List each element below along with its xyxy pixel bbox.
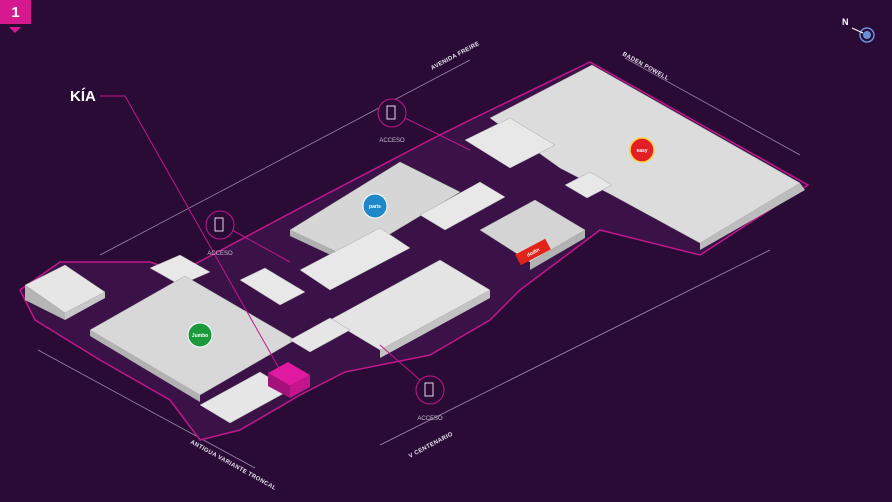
svg-text:paris: paris <box>369 204 381 210</box>
building-shops-center-north <box>299 227 411 291</box>
anchor-easy-logo[interactable]: easy <box>629 137 655 163</box>
street-avenida-freire: AVENIDA FREIRE <box>430 41 481 72</box>
door-icon <box>415 375 445 405</box>
entrance-south[interactable]: ACCESO <box>379 344 445 422</box>
kia-callout-label: KÍA <box>70 88 96 105</box>
street-v-centenario: V CENTENARIO <box>408 431 454 459</box>
svg-text:dodin: dodin <box>526 247 541 259</box>
kia-callout-line <box>100 95 281 371</box>
svg-text:easy: easy <box>636 148 647 154</box>
building-shops-northeast <box>464 117 556 169</box>
street-baden-powell: BADEN POWELL <box>621 52 670 83</box>
entrance-north[interactable]: ACCESO <box>377 98 471 151</box>
building-shops-northwest <box>149 254 211 286</box>
compass-north-label: N <box>842 17 849 27</box>
building-shops-southcenter <box>289 317 351 353</box>
building-shops-north <box>419 181 506 231</box>
anchor-jumbo-logo[interactable]: Jumbo <box>187 322 213 348</box>
street-line-baden-powell <box>624 57 801 156</box>
floor-badge[interactable]: 1 <box>0 0 31 24</box>
street-line-avenida-freire <box>99 59 471 256</box>
compass-icon <box>851 27 875 43</box>
door-icon <box>377 98 407 128</box>
street-antigua-variante-troncal: ANTIGUA VARIANTE TRONCAL <box>189 440 277 492</box>
street-line-antigua <box>37 349 256 469</box>
building-shops-west <box>239 267 306 306</box>
building-shops-east <box>564 171 613 199</box>
street-line-v-centenario <box>379 249 771 446</box>
floor-dropdown-caret-icon[interactable] <box>9 27 21 33</box>
entrance-label: ACCESO <box>417 416 443 422</box>
anchor-dodin-logo[interactable]: dodin <box>515 238 551 266</box>
anchor-paris-logo[interactable]: paris <box>362 193 388 219</box>
entrance-label: ACCESO <box>207 251 233 257</box>
svg-text:Jumbo: Jumbo <box>192 333 208 339</box>
floor-number: 1 <box>11 3 20 21</box>
entrance-west[interactable]: ACCESO <box>205 210 291 263</box>
door-icon <box>205 210 235 240</box>
entrance-label: ACCESO <box>379 138 405 144</box>
